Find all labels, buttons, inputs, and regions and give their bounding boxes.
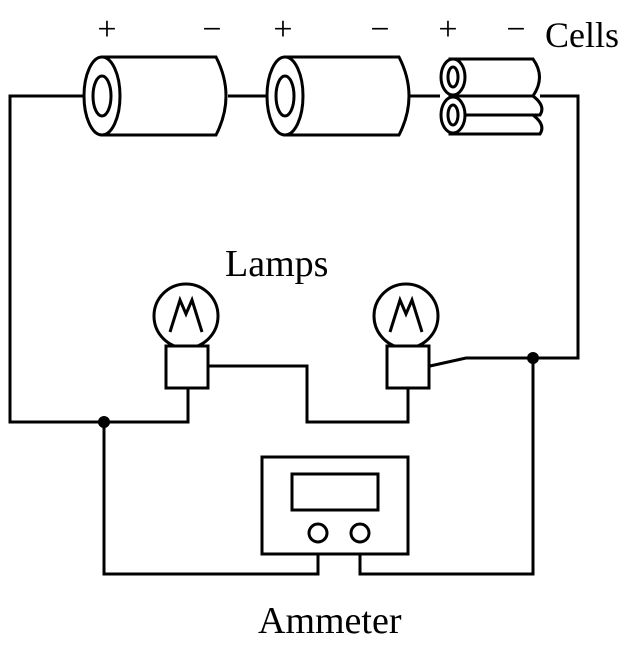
polarity-signs: + − + − + − <box>97 11 525 48</box>
cell-1 <box>82 55 228 137</box>
lamp-2 <box>372 282 440 390</box>
ammeter-display <box>290 472 380 512</box>
lamps-label: Lamps <box>225 243 328 285</box>
ammeter-terminal-left <box>307 522 329 544</box>
wires <box>8 94 580 576</box>
cell-2 <box>265 55 411 137</box>
lamp-1 <box>152 282 220 390</box>
cell-1-positive-sign: + <box>97 11 116 48</box>
cells-label: Cells <box>545 15 619 55</box>
junction-dot-left <box>98 416 110 428</box>
wire-ammeter-left <box>102 422 320 576</box>
wire-junction-lamp1 <box>104 388 190 424</box>
cell-3 <box>439 57 544 136</box>
ammeter-label: Ammeter <box>258 600 402 640</box>
wire-lamp1-lamp2 <box>208 364 410 424</box>
cell-3-positive-sign: + <box>438 11 457 48</box>
cell-1-negative-sign: − <box>202 11 221 48</box>
cell-2-negative-sign: − <box>370 11 389 48</box>
ammeter <box>260 455 410 556</box>
cell-2-positive-sign: + <box>273 11 292 48</box>
junction-dot-right <box>527 352 539 364</box>
ammeter-terminal-right <box>349 522 371 544</box>
wire-left-main <box>8 94 104 424</box>
wire-lamp2-junction <box>429 356 533 368</box>
wire-right-main <box>533 94 580 360</box>
cell-3-negative-sign: − <box>506 11 525 48</box>
wire-ammeter-right <box>358 358 535 576</box>
